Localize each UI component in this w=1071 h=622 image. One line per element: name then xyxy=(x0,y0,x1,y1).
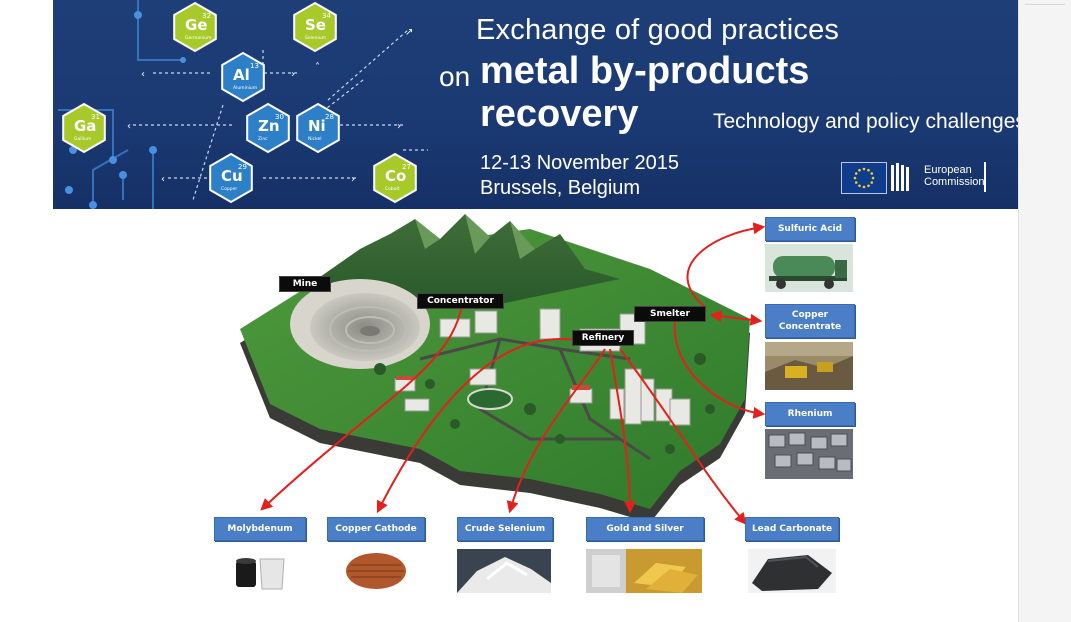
facility-tag-mine: Mine xyxy=(279,276,331,292)
element-name: Gallium xyxy=(74,136,91,142)
element-number: 13 xyxy=(250,62,259,70)
product-image-copper-cathode xyxy=(345,549,407,593)
product-image-molybdenum xyxy=(230,549,290,593)
banner-title-main-2: recovery xyxy=(480,93,639,135)
element-number: 29 xyxy=(238,163,247,171)
element-number: 32 xyxy=(202,12,211,20)
element-name: Zinc xyxy=(258,136,268,142)
eu-star xyxy=(871,176,875,180)
banner-title-on: on xyxy=(439,61,471,92)
element-number: 31 xyxy=(91,113,100,121)
element-symbol: Al xyxy=(233,66,250,84)
element-name: Cobalt xyxy=(385,186,400,192)
product-label-copper-concentrate: Copper Concentrate xyxy=(765,304,855,338)
european-commission-logo: European Commission xyxy=(841,159,989,197)
page-edge xyxy=(1018,0,1071,622)
banner-title-line1: Exchange of good practices xyxy=(476,14,840,46)
byproduct-recovery-diagram: Mine Concentrator Refinery Smelter Sulfu… xyxy=(200,209,880,622)
element-number: 28 xyxy=(325,113,334,121)
product-image-sulfuric-acid xyxy=(765,244,853,292)
element-number: 30 xyxy=(275,113,284,121)
eu-star xyxy=(867,168,870,172)
eu-flag-icon xyxy=(841,162,887,194)
product-label-rhenium: Rhenium xyxy=(765,402,855,426)
eu-star xyxy=(854,181,858,184)
element-number: 34 xyxy=(322,12,331,20)
facility-tag-smelter: Smelter xyxy=(634,306,706,322)
product-image-crude-selenium xyxy=(457,549,551,593)
element-symbol: Ni xyxy=(308,117,326,135)
event-location: Brussels, Belgium xyxy=(480,177,641,199)
element-name: Selenium xyxy=(305,35,326,41)
page-edge-mark xyxy=(1025,4,1065,21)
element-symbol: Ga xyxy=(74,117,96,135)
banner-subtitle: Technology and policy challenges xyxy=(713,110,1018,133)
eu-star xyxy=(853,176,857,180)
element-name: Aluminium xyxy=(233,85,257,91)
svg-text:›: › xyxy=(351,174,355,185)
element-symbol: Zn xyxy=(258,117,280,135)
product-label-molybdenum: Molybdenum xyxy=(214,517,306,541)
mining-landscape-illustration xyxy=(240,214,766,525)
svg-text:‹: ‹ xyxy=(141,69,145,80)
eu-star xyxy=(854,172,858,175)
element-name: Nickel xyxy=(308,136,322,142)
svg-text:›: › xyxy=(291,69,295,80)
svg-text:˄: ˄ xyxy=(315,61,320,73)
eu-star xyxy=(870,181,874,184)
product-image-gold-and-silver xyxy=(586,549,702,593)
eu-star xyxy=(858,184,861,188)
svg-text:‹: ‹ xyxy=(127,121,131,132)
product-label-gold-and-silver: Gold and Silver xyxy=(586,517,704,541)
product-image-rhenium xyxy=(765,429,853,479)
element-name: Copper xyxy=(221,186,237,192)
logo-divider xyxy=(984,162,986,192)
event-date: 12-13 November 2015 xyxy=(480,152,680,174)
eu-star xyxy=(870,172,874,175)
org-name: European Commission xyxy=(924,164,985,188)
element-symbol: Ge xyxy=(185,16,208,34)
element-symbol: Co xyxy=(385,167,406,185)
eu-star xyxy=(858,168,861,172)
product-image-lead-carbonate xyxy=(748,549,836,593)
facility-tag-concentrator: Concentrator xyxy=(417,293,504,309)
product-image-copper-concentrate xyxy=(765,342,853,390)
product-label-crude-selenium: Crude Selenium xyxy=(457,517,553,541)
svg-text:‹: ‹ xyxy=(161,174,165,185)
eu-star xyxy=(862,167,866,171)
element-symbol: Se xyxy=(305,16,326,34)
eu-star xyxy=(862,185,866,189)
product-label-copper-cathode: Copper Cathode xyxy=(327,517,425,541)
element-number: 27 xyxy=(402,163,411,171)
element-name: Germanium xyxy=(185,35,212,41)
svg-text:↗: ↗ xyxy=(405,27,413,38)
element-symbol: Cu xyxy=(221,167,243,185)
facility-tag-refinery: Refinery xyxy=(572,330,634,346)
building-icon xyxy=(891,163,909,191)
banner-title-main: metal by-products xyxy=(480,50,810,92)
eu-star xyxy=(867,184,870,188)
product-label-lead-carbonate: Lead Carbonate xyxy=(745,517,839,541)
org-name-line2: Commission xyxy=(924,176,985,188)
product-label-sulfuric-acid: Sulfuric Acid xyxy=(765,217,855,241)
org-name-line1: European xyxy=(924,164,972,176)
svg-text:›: › xyxy=(397,121,401,132)
